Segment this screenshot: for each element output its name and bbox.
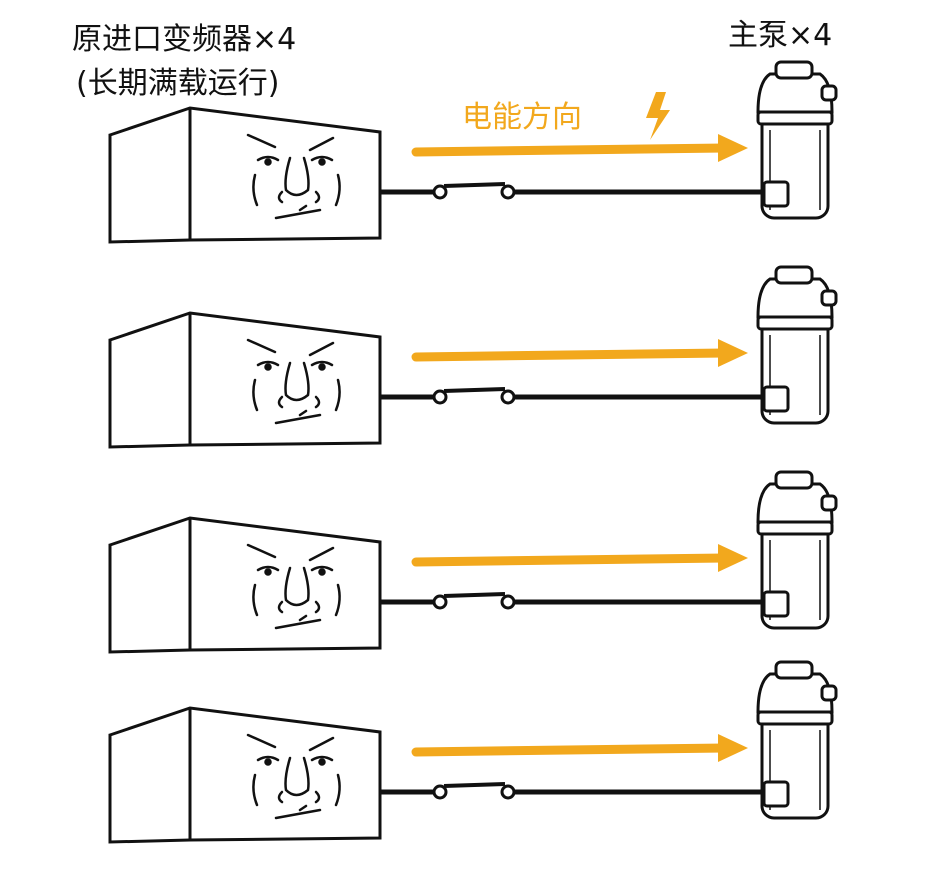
inverter-note: (长期满载运行) — [76, 66, 280, 101]
energy-direction-label: 电能方向 — [462, 100, 582, 135]
inverter-pump-row-4 — [110, 662, 836, 842]
inverter-title: 原进口变频器×4 — [72, 22, 297, 57]
pump-title: 主泵×4 — [728, 18, 833, 53]
lightning-icon — [646, 92, 670, 140]
inverter-pump-row-3 — [110, 472, 836, 652]
inverter-pump-row-2 — [110, 267, 836, 447]
inverter-pump-row-1 — [110, 62, 836, 242]
